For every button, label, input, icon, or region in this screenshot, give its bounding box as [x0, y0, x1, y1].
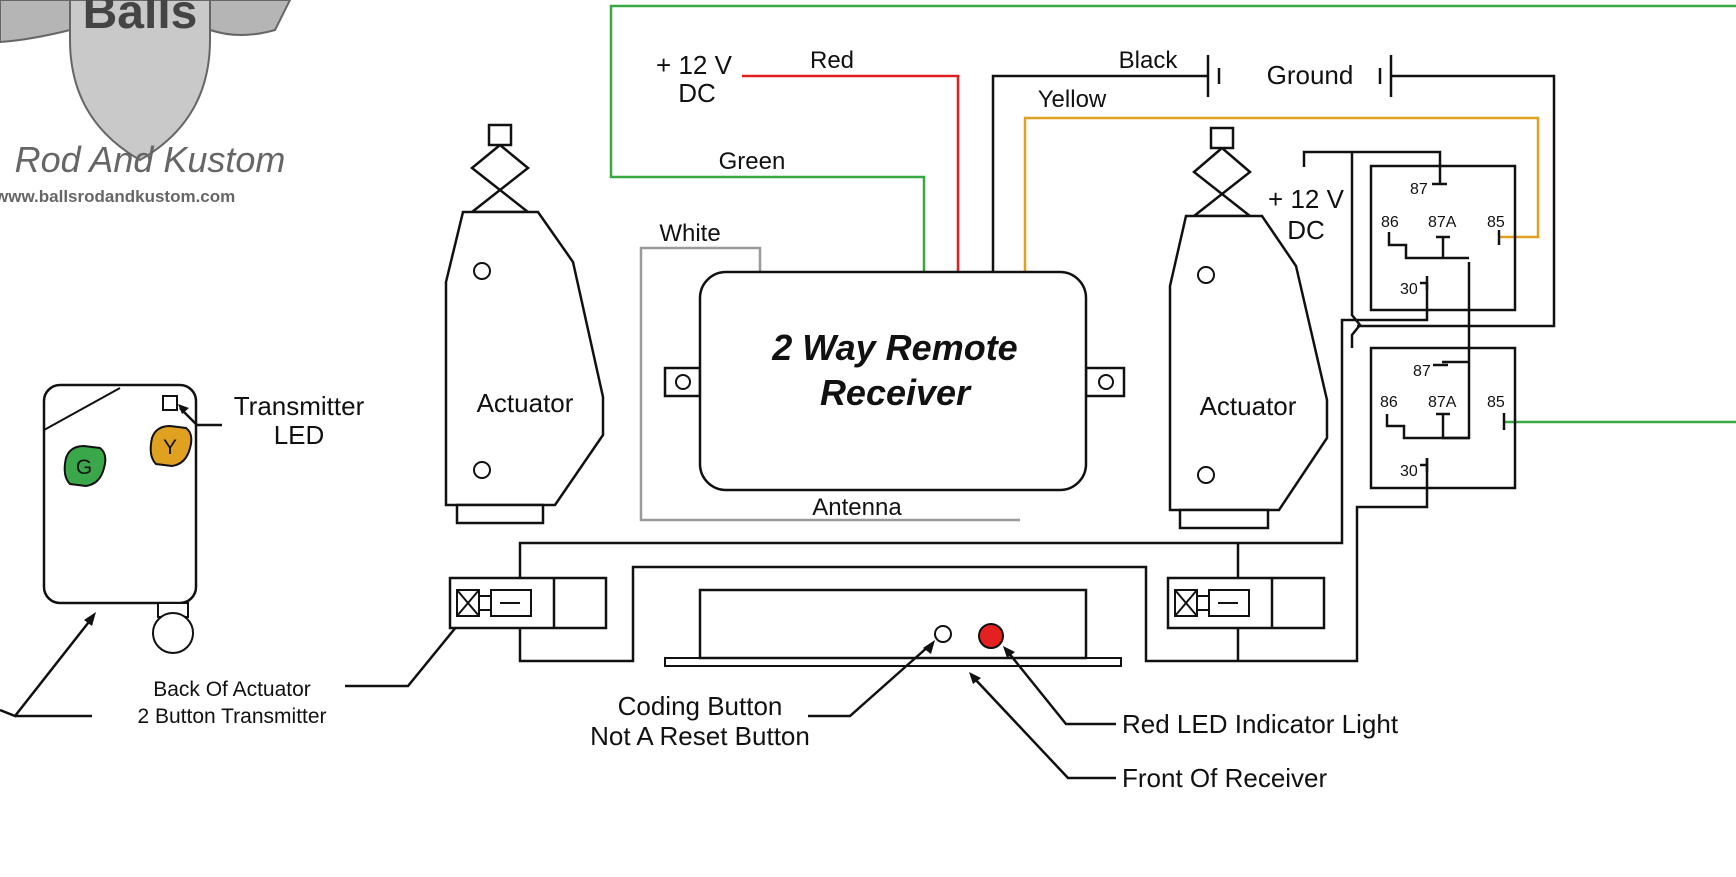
- svg-text:87: 87: [1410, 181, 1428, 198]
- receiver-box: [698, 270, 1088, 492]
- svg-text:G: G: [76, 456, 92, 479]
- actuator-right: Actuator: [1168, 126, 1329, 530]
- relay-bottom: 87 86 87A 85 30: [1369, 346, 1517, 490]
- transmitter-led-icon: [162, 395, 178, 411]
- logo-tagline: Rod And Kustom: [15, 139, 286, 180]
- coding-button-label-2: Not A Reset Button: [590, 721, 810, 751]
- plus12v-left-label: + 12 V: [656, 50, 733, 80]
- labels: + 12 V DC Red Black Ground Yellow Green …: [656, 47, 1353, 521]
- front-of-receiver-label: Front Of Receiver: [1122, 763, 1328, 793]
- red-led-icon: [978, 623, 1004, 649]
- red-led-label: Red LED Indicator Light: [1122, 709, 1399, 739]
- green-wire-label: Green: [719, 148, 786, 175]
- svg-text:87A: 87A: [1428, 214, 1457, 231]
- svg-text:Y: Y: [163, 436, 177, 459]
- svg-text:86: 86: [1380, 394, 1398, 411]
- svg-text:86: 86: [1381, 214, 1399, 231]
- coding-button[interactable]: [934, 625, 952, 643]
- svg-text:30: 30: [1400, 463, 1418, 480]
- connector-right: [1166, 576, 1326, 630]
- receiver: 2 Way Remote Receiver: [663, 270, 1126, 492]
- dc-right-label: DC: [1287, 215, 1325, 245]
- back-of-actuator-label: Back Of Actuator: [153, 678, 311, 701]
- svg-text:85: 85: [1487, 214, 1505, 231]
- antenna-label: Antenna: [812, 494, 902, 521]
- receiver-front: [664, 588, 1122, 667]
- transmitter-led-label-2: LED: [274, 420, 325, 450]
- wires: [518, 4, 1736, 663]
- relay-top: 87 86 87A 85 30: [1369, 164, 1517, 312]
- ground-label: Ground: [1267, 60, 1354, 90]
- receiver-title-2: Receiver: [820, 372, 972, 413]
- logo: Balls Rod And Kustom www.ballsrodandkust…: [0, 0, 292, 206]
- logo-shield-icon: [69, 0, 211, 162]
- actuator-right-label: Actuator: [1200, 391, 1297, 421]
- logo-url: www.ballsrodandkustom.com: [0, 187, 235, 206]
- actuator-left: Actuator: [444, 123, 605, 525]
- svg-text:87: 87: [1413, 363, 1431, 380]
- coding-button-label-1: Coding Button: [618, 691, 783, 721]
- logo-brand: Balls: [83, 0, 198, 39]
- transmitter: G Y Transmitter LED: [42, 383, 365, 654]
- black-wire-label: Black: [1119, 47, 1179, 74]
- callouts: Coding Button Not A Reset Button Red LED…: [590, 640, 1399, 793]
- transmitter-led-label-1: Transmitter: [234, 391, 365, 421]
- transmitter-label: 2 Button Transmitter: [137, 705, 326, 728]
- keyring-icon: [152, 612, 194, 654]
- logo-wings-icon: [0, 0, 292, 44]
- receiver-title-1: 2 Way Remote: [771, 327, 1017, 368]
- plus12v-right-label: + 12 V: [1268, 184, 1345, 214]
- svg-text:87A: 87A: [1428, 394, 1457, 411]
- actuator-left-label: Actuator: [477, 388, 574, 418]
- svg-text:30: 30: [1400, 281, 1418, 298]
- white-wire-label: White: [659, 220, 720, 247]
- callout-back: Back Of Actuator 2 Button Transmitter: [0, 603, 475, 728]
- yellow-button[interactable]: Y: [149, 424, 193, 468]
- dc-left-label: DC: [678, 78, 716, 108]
- svg-text:85: 85: [1487, 394, 1505, 411]
- red-wire-label: Red: [810, 47, 854, 74]
- yellow-wire-label: Yellow: [1038, 86, 1107, 113]
- green-button[interactable]: G: [63, 444, 107, 488]
- connector-left: [448, 576, 608, 630]
